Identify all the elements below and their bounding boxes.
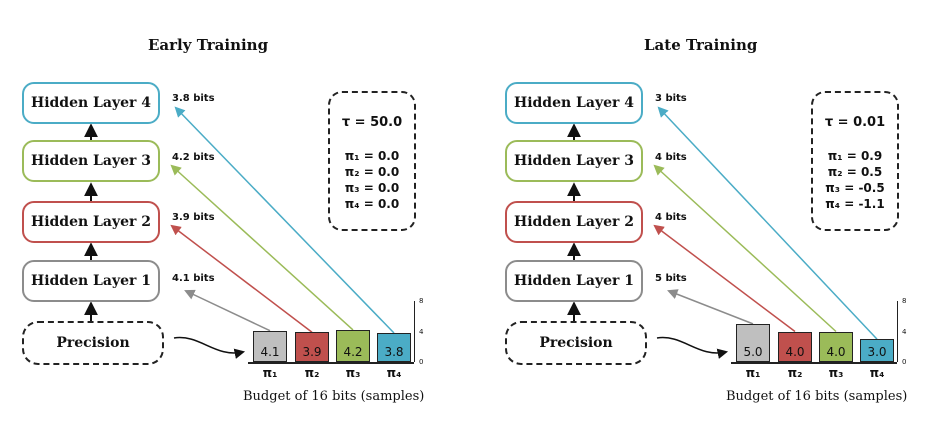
precision-to-bars-arrow — [173, 336, 246, 359]
pi-value-3: π₃ = 0.0 — [344, 181, 400, 195]
allocation-arrow-layer-1 — [184, 289, 271, 332]
allocation-arrow-layer-2 — [653, 224, 796, 333]
precision-box: Precision — [505, 321, 647, 365]
pi-value-4: π₄ = 0.0 — [344, 197, 400, 211]
bar-baseline — [248, 362, 414, 364]
parameter-box: τ = 50.0 π₁ = 0.0 π₂ = 0.0 π₃ = 0.0 π₄ = 0.0 — [328, 91, 416, 231]
allocation-arrow-layer-3 — [653, 164, 837, 333]
hidden-layer-4: Hidden Layer 4 — [22, 82, 160, 124]
budget-bar-3: 4.2 — [336, 329, 370, 362]
tau-value: τ = 50.0 — [341, 115, 403, 130]
bar-value-label: 4.2 — [343, 344, 363, 359]
bits-label-layer-2: 4 bits — [655, 212, 687, 223]
bar-category-label: π₄ — [386, 366, 402, 380]
parameter-box: τ = 0.01 π₁ = 0.9 π₂ = 0.5 π₃ = -0.5 π₄ = -1… — [811, 91, 899, 231]
budget-bar-1: 4.1 — [253, 330, 287, 362]
hidden-layer-3: Hidden Layer 3 — [22, 140, 160, 182]
allocation-arrow-layer-1 — [667, 289, 754, 325]
budget-bar-3: 4.0 — [819, 331, 853, 362]
precision-to-bars-arrow — [656, 336, 729, 359]
bar-baseline — [731, 362, 897, 364]
y-tick-label: 8 — [902, 297, 907, 305]
bits-label-layer-1: 5 bits — [655, 273, 687, 284]
bar-value-label: 3.9 — [302, 344, 322, 359]
budget-bar-4: 3.8 — [377, 333, 411, 362]
y-tick-label: 0 — [419, 358, 424, 366]
budget-caption: Budget of 16 bits (samples) — [243, 389, 425, 404]
pi-value-2: π₂ = 0.0 — [344, 165, 400, 179]
pi-value-1: π₁ = 0.9 — [827, 149, 883, 163]
allocation-arrow-layer-2 — [170, 224, 313, 333]
bar-value-label: 4.1 — [260, 344, 280, 359]
bits-label-layer-1: 4.1 bits — [172, 273, 215, 284]
bar-value-label: 5.0 — [743, 345, 763, 359]
pi-value-1: π₁ = 0.0 — [344, 149, 400, 163]
budget-bar-1: 5.0 — [736, 323, 770, 362]
bar-category-label: π₃ — [345, 366, 361, 380]
bar-value-label: 4.0 — [785, 345, 805, 359]
bar-category-label: π₃ — [828, 366, 844, 380]
hidden-layer-1: Hidden Layer 1 — [505, 260, 643, 302]
bar-y-axis — [414, 301, 415, 362]
budget-caption: Budget of 16 bits (samples) — [726, 389, 908, 404]
bar-category-label: π₂ — [787, 366, 803, 380]
precision-box: Precision — [22, 321, 164, 365]
hidden-layer-2: Hidden Layer 2 — [505, 201, 643, 243]
allocation-arrow-layer-3 — [170, 164, 354, 331]
pi-value-4: π₄ = -1.1 — [825, 197, 885, 211]
panel-title: Early Training — [148, 36, 269, 54]
bar-value-label: 4.0 — [826, 345, 846, 359]
hidden-layer-3: Hidden Layer 3 — [505, 140, 643, 182]
bits-label-layer-4: 3 bits — [655, 93, 687, 104]
panel-title: Late Training — [644, 36, 758, 54]
budget-bar-4: 3.0 — [860, 339, 894, 362]
hidden-layer-1: Hidden Layer 1 — [22, 260, 160, 302]
pi-value-2: π₂ = 0.5 — [827, 165, 883, 179]
budget-bar-2: 3.9 — [295, 332, 329, 362]
bits-label-layer-2: 3.9 bits — [172, 212, 215, 223]
pi-value-3: π₃ = -0.5 — [825, 181, 885, 195]
allocation-arrow-layer-4 — [657, 106, 878, 340]
bar-category-label: π₄ — [869, 366, 885, 380]
bar-value-label: 3.0 — [867, 345, 887, 359]
budget-bar-2: 4.0 — [778, 331, 812, 362]
bits-label-layer-3: 4 bits — [655, 152, 687, 163]
allocation-arrow-layer-4 — [174, 106, 395, 334]
y-tick-label: 4 — [902, 327, 907, 336]
hidden-layer-4: Hidden Layer 4 — [505, 82, 643, 124]
y-tick-label: 0 — [902, 358, 907, 366]
tau-value: τ = 0.01 — [824, 115, 886, 130]
bar-category-label: π₁ — [262, 366, 278, 380]
bar-value-label: 3.8 — [384, 344, 404, 359]
bits-label-layer-4: 3.8 bits — [172, 93, 215, 104]
y-tick-label: 4 — [419, 327, 424, 336]
bar-y-axis — [897, 301, 898, 362]
bar-category-label: π₂ — [304, 366, 320, 380]
y-tick-label: 8 — [419, 297, 424, 305]
bits-label-layer-3: 4.2 bits — [172, 152, 215, 163]
hidden-layer-2: Hidden Layer 2 — [22, 201, 160, 243]
bar-category-label: π₁ — [745, 366, 761, 380]
